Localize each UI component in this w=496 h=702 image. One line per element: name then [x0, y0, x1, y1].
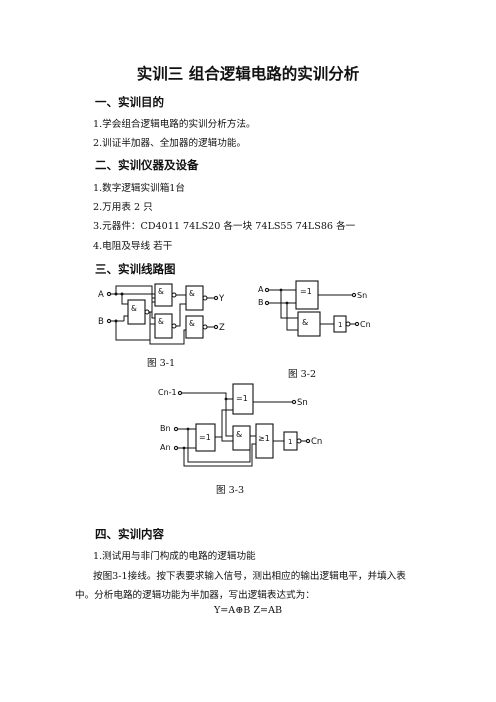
section-heading-circuits: 三、实训线路图	[95, 262, 176, 276]
svg-text:&: &	[189, 289, 195, 298]
svg-text:=1: =1	[199, 433, 211, 442]
fig1-output-z-label: Z	[219, 323, 225, 333]
fig1-wire	[149, 312, 186, 345]
fig3-and-gate	[232, 425, 251, 451]
fig3-input-bn-label: Bn	[160, 424, 171, 433]
page-title: 实训三 组合逻辑电路的实训分析	[136, 65, 360, 83]
section-heading-purpose: 一、实训目的	[95, 95, 164, 109]
figure-3-2-caption: 图 3-2	[288, 369, 317, 380]
fig1-wire	[176, 303, 186, 327]
fig1-input-a-terminal	[106, 291, 112, 297]
svg-text:&: &	[158, 287, 164, 296]
figure-3-3-caption: 图 3-3	[216, 485, 245, 496]
fig3-input-an-label: An	[160, 443, 171, 452]
fig2-wire	[286, 303, 298, 331]
fig1-wire	[121, 294, 128, 305]
svg-text:=1: =1	[300, 287, 312, 296]
svg-text:&: &	[131, 304, 137, 313]
fig3-input-cn1-label: Cn-1	[158, 388, 177, 397]
fig3-output-cn-label: Cn	[311, 437, 322, 447]
fig3-wire	[215, 409, 233, 438]
fig3-wire	[225, 393, 233, 437]
fig1-wire	[123, 315, 128, 321]
fig2-output-sn-label: Sn	[357, 291, 367, 300]
fig3-wire	[187, 429, 251, 463]
fig2-output-cn-label: Cn	[360, 320, 371, 329]
svg-text:&: &	[236, 430, 242, 439]
equipment-item-3: 3.元器件：CD4011 74LS20 各一块 74LS55 74LS86 各一	[93, 221, 356, 232]
fig1-wire	[149, 297, 155, 313]
content-paragraph-line-1: 按图3-1接线。按下表要求输入信号，测出相应的输出逻辑电平，并填入表	[93, 571, 406, 582]
svg-text:1: 1	[288, 438, 292, 446]
content-paragraph-line-2: 中。分析电路的逻辑功能为半加器，写出逻辑表达式为：	[75, 590, 315, 601]
fig1-output-y-terminal	[213, 295, 219, 301]
logic-formula: Y=A⊕B Z=AB	[213, 605, 283, 616]
fig1-wire	[151, 312, 155, 319]
svg-text:&: &	[158, 317, 164, 326]
purpose-item-2: 2.训证半加器、全加器的逻辑功能。	[93, 138, 247, 149]
fig1-output-y-label: Y	[218, 294, 225, 304]
fig3-wire	[183, 443, 256, 467]
fig3-xor-gate-top	[232, 383, 254, 415]
purpose-item-1: 1.学会组合逻辑电路的实训分析方法。	[93, 119, 256, 130]
svg-text:&: &	[302, 318, 308, 327]
fig3-wire	[221, 437, 233, 442]
fig1-wire	[115, 285, 155, 303]
fig1-input-a-label: A	[98, 290, 104, 300]
svg-text:1: 1	[338, 321, 342, 329]
fig2-input-a-label: A	[258, 285, 264, 294]
fig3-output-sn-label: Sn	[297, 398, 308, 408]
section-heading-equipment: 二、实训仪器及设备	[95, 158, 199, 172]
fig2-input-b-label: B	[258, 298, 264, 307]
equipment-item-4: 4.电阻及导线 若干	[93, 241, 173, 252]
figure-3-1-caption: 图 3-1	[147, 358, 176, 369]
section-heading-content: 四、实训内容	[95, 527, 164, 541]
equipment-item-1: 1.数字逻辑实训箱1台	[93, 183, 186, 194]
fig1-output-z-terminal	[213, 324, 219, 330]
svg-text:&: &	[189, 319, 195, 328]
equipment-item-2: 2.万用表 2 只	[93, 202, 153, 213]
content-item-1: 1.测试用与非门构成的电路的逻辑功能	[93, 551, 256, 562]
fig1-input-b-label: B	[98, 317, 104, 327]
svg-text:=1: =1	[236, 394, 248, 403]
fig1-input-b-terminal	[106, 318, 112, 324]
svg-text:≥1: ≥1	[258, 434, 270, 443]
fig2-wire	[280, 290, 298, 319]
